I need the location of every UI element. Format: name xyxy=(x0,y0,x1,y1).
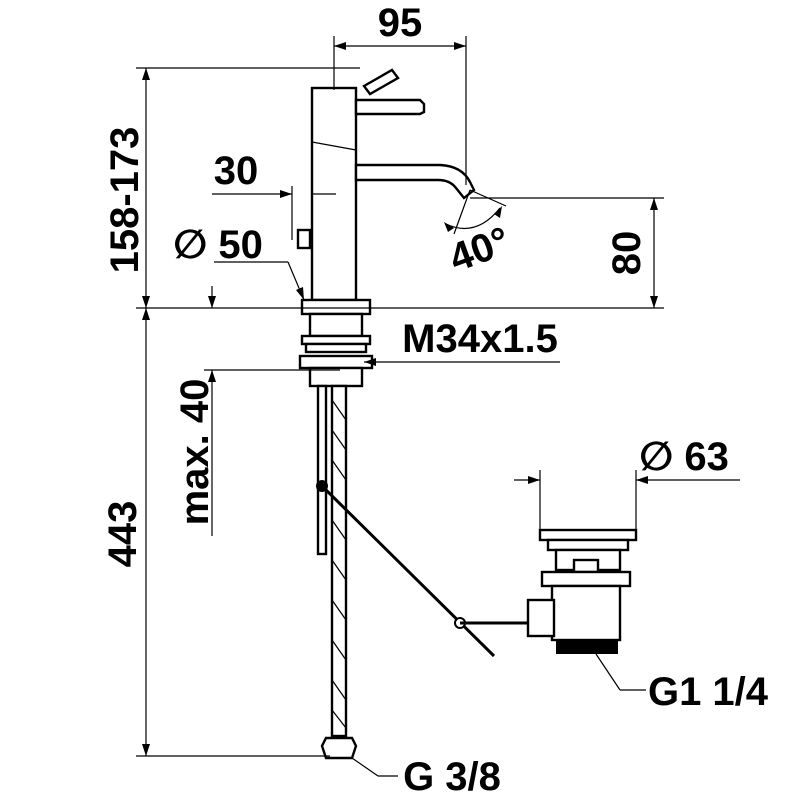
dim-label-max-deck: max. 40 xyxy=(173,379,217,526)
dim-label-body-diameter: ∅ 50 xyxy=(173,223,263,267)
dim-label-lever-offset: 30 xyxy=(214,149,259,193)
dimension-158-173: 158-173 xyxy=(103,67,360,308)
dim-label-spout-height: 80 xyxy=(605,231,649,276)
dimension-thread-m34: M34x1.5 xyxy=(364,317,560,366)
dimension-diameter-50: ∅ 50 xyxy=(173,223,305,301)
dimension-80: 80 xyxy=(470,197,664,308)
dim-label-waste-thread: G1 1/4 xyxy=(648,670,769,714)
dimension-95: 95 xyxy=(333,1,467,185)
faucet-body xyxy=(296,68,476,388)
dimension-443: 443 xyxy=(101,308,330,757)
dimension-diameter-63: ∅ 63 xyxy=(514,435,740,530)
label-hose-thread: G 3/8 xyxy=(351,755,501,799)
dim-label-hose-length: 443 xyxy=(101,501,145,568)
pull-rod xyxy=(316,384,530,658)
dim-label-spout-angle: 40° xyxy=(444,219,516,281)
dimension-angle-40: 40° xyxy=(444,189,516,281)
dim-label-hose-thread: G 3/8 xyxy=(403,755,501,799)
dimension-30: 30 xyxy=(212,149,336,240)
dimension-max-40: max. 40 xyxy=(173,286,340,536)
pop-up-waste xyxy=(526,528,638,654)
dim-label-waste-diameter: ∅ 63 xyxy=(639,435,729,479)
dim-label-height-range: 158-173 xyxy=(103,127,147,274)
dim-label-spout-reach: 95 xyxy=(378,1,423,45)
dim-label-thread: M34x1.5 xyxy=(402,317,558,361)
label-waste-thread: G1 1/4 xyxy=(595,653,769,714)
supply-hose xyxy=(320,384,358,760)
